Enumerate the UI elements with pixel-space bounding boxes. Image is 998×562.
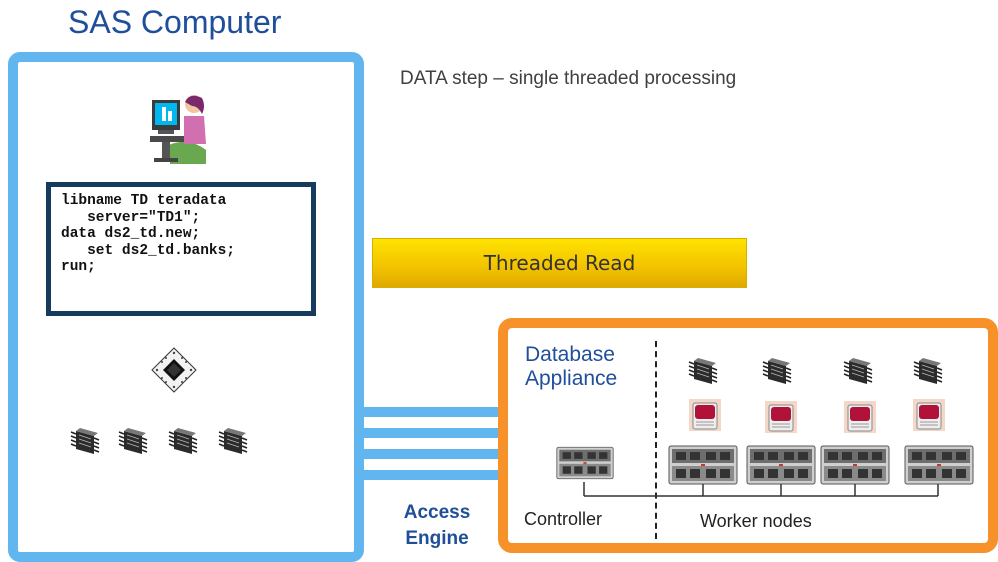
core-chip-icon — [118, 427, 148, 457]
database-appliance-box — [498, 318, 998, 553]
worker-server-icon — [668, 445, 738, 485]
code-line: run; — [61, 259, 96, 275]
access-engine-line: Engine — [405, 528, 469, 549]
disk-storage-icon — [912, 398, 946, 432]
sas-computer-title: SAS Computer — [68, 4, 282, 40]
controller-worker-divider — [655, 341, 657, 539]
threaded-read-label: Threaded Read — [483, 251, 636, 275]
subtitle: DATA step – single threaded processing — [400, 68, 737, 89]
code-box: libname TD teradata server="TD1";data ds… — [46, 182, 316, 316]
worker-server-icon — [746, 445, 816, 485]
user-at-computer-icon — [150, 95, 206, 164]
network-wiring — [583, 482, 939, 497]
code-line: data ds2_td.new; — [61, 226, 201, 242]
access-engine-line: Access — [403, 502, 471, 523]
threaded-read-bar: Threaded Read — [372, 238, 747, 288]
disk-storage-icon — [843, 400, 877, 434]
worker-server-icon — [820, 445, 890, 485]
connection-line — [354, 407, 506, 417]
cpu-chip-icon — [151, 347, 197, 393]
disk-storage-icon — [688, 398, 722, 432]
access-engine-label: Access Engine — [392, 500, 482, 552]
appliance-label-line: Appliance — [525, 367, 618, 390]
appliance-label-line: Database — [525, 343, 615, 366]
connection-line — [354, 470, 506, 480]
core-chip-icon — [688, 357, 718, 387]
code-line: libname TD teradata — [61, 193, 227, 209]
disk-storage-icon — [764, 400, 798, 434]
core-chip-icon — [843, 357, 873, 387]
database-appliance-label: Database Appliance — [525, 343, 617, 391]
core-chip-icon — [913, 357, 943, 387]
worker-nodes-label: Worker nodes — [700, 511, 812, 531]
core-chip-icon — [218, 427, 248, 457]
controller-label: Controller — [524, 509, 603, 529]
code-block: libname TD teradata server="TD1";data ds… — [61, 193, 311, 276]
core-chip-icon — [70, 427, 100, 457]
connection-line — [354, 428, 506, 438]
connection-line — [354, 449, 506, 459]
worker-server-icon — [904, 445, 974, 485]
code-line: set ds2_td.banks; — [61, 242, 236, 259]
core-chip-icon — [168, 427, 198, 457]
core-chip-icon — [762, 357, 792, 387]
controller-server-icon — [556, 444, 614, 482]
code-line: server="TD1"; — [61, 209, 201, 226]
